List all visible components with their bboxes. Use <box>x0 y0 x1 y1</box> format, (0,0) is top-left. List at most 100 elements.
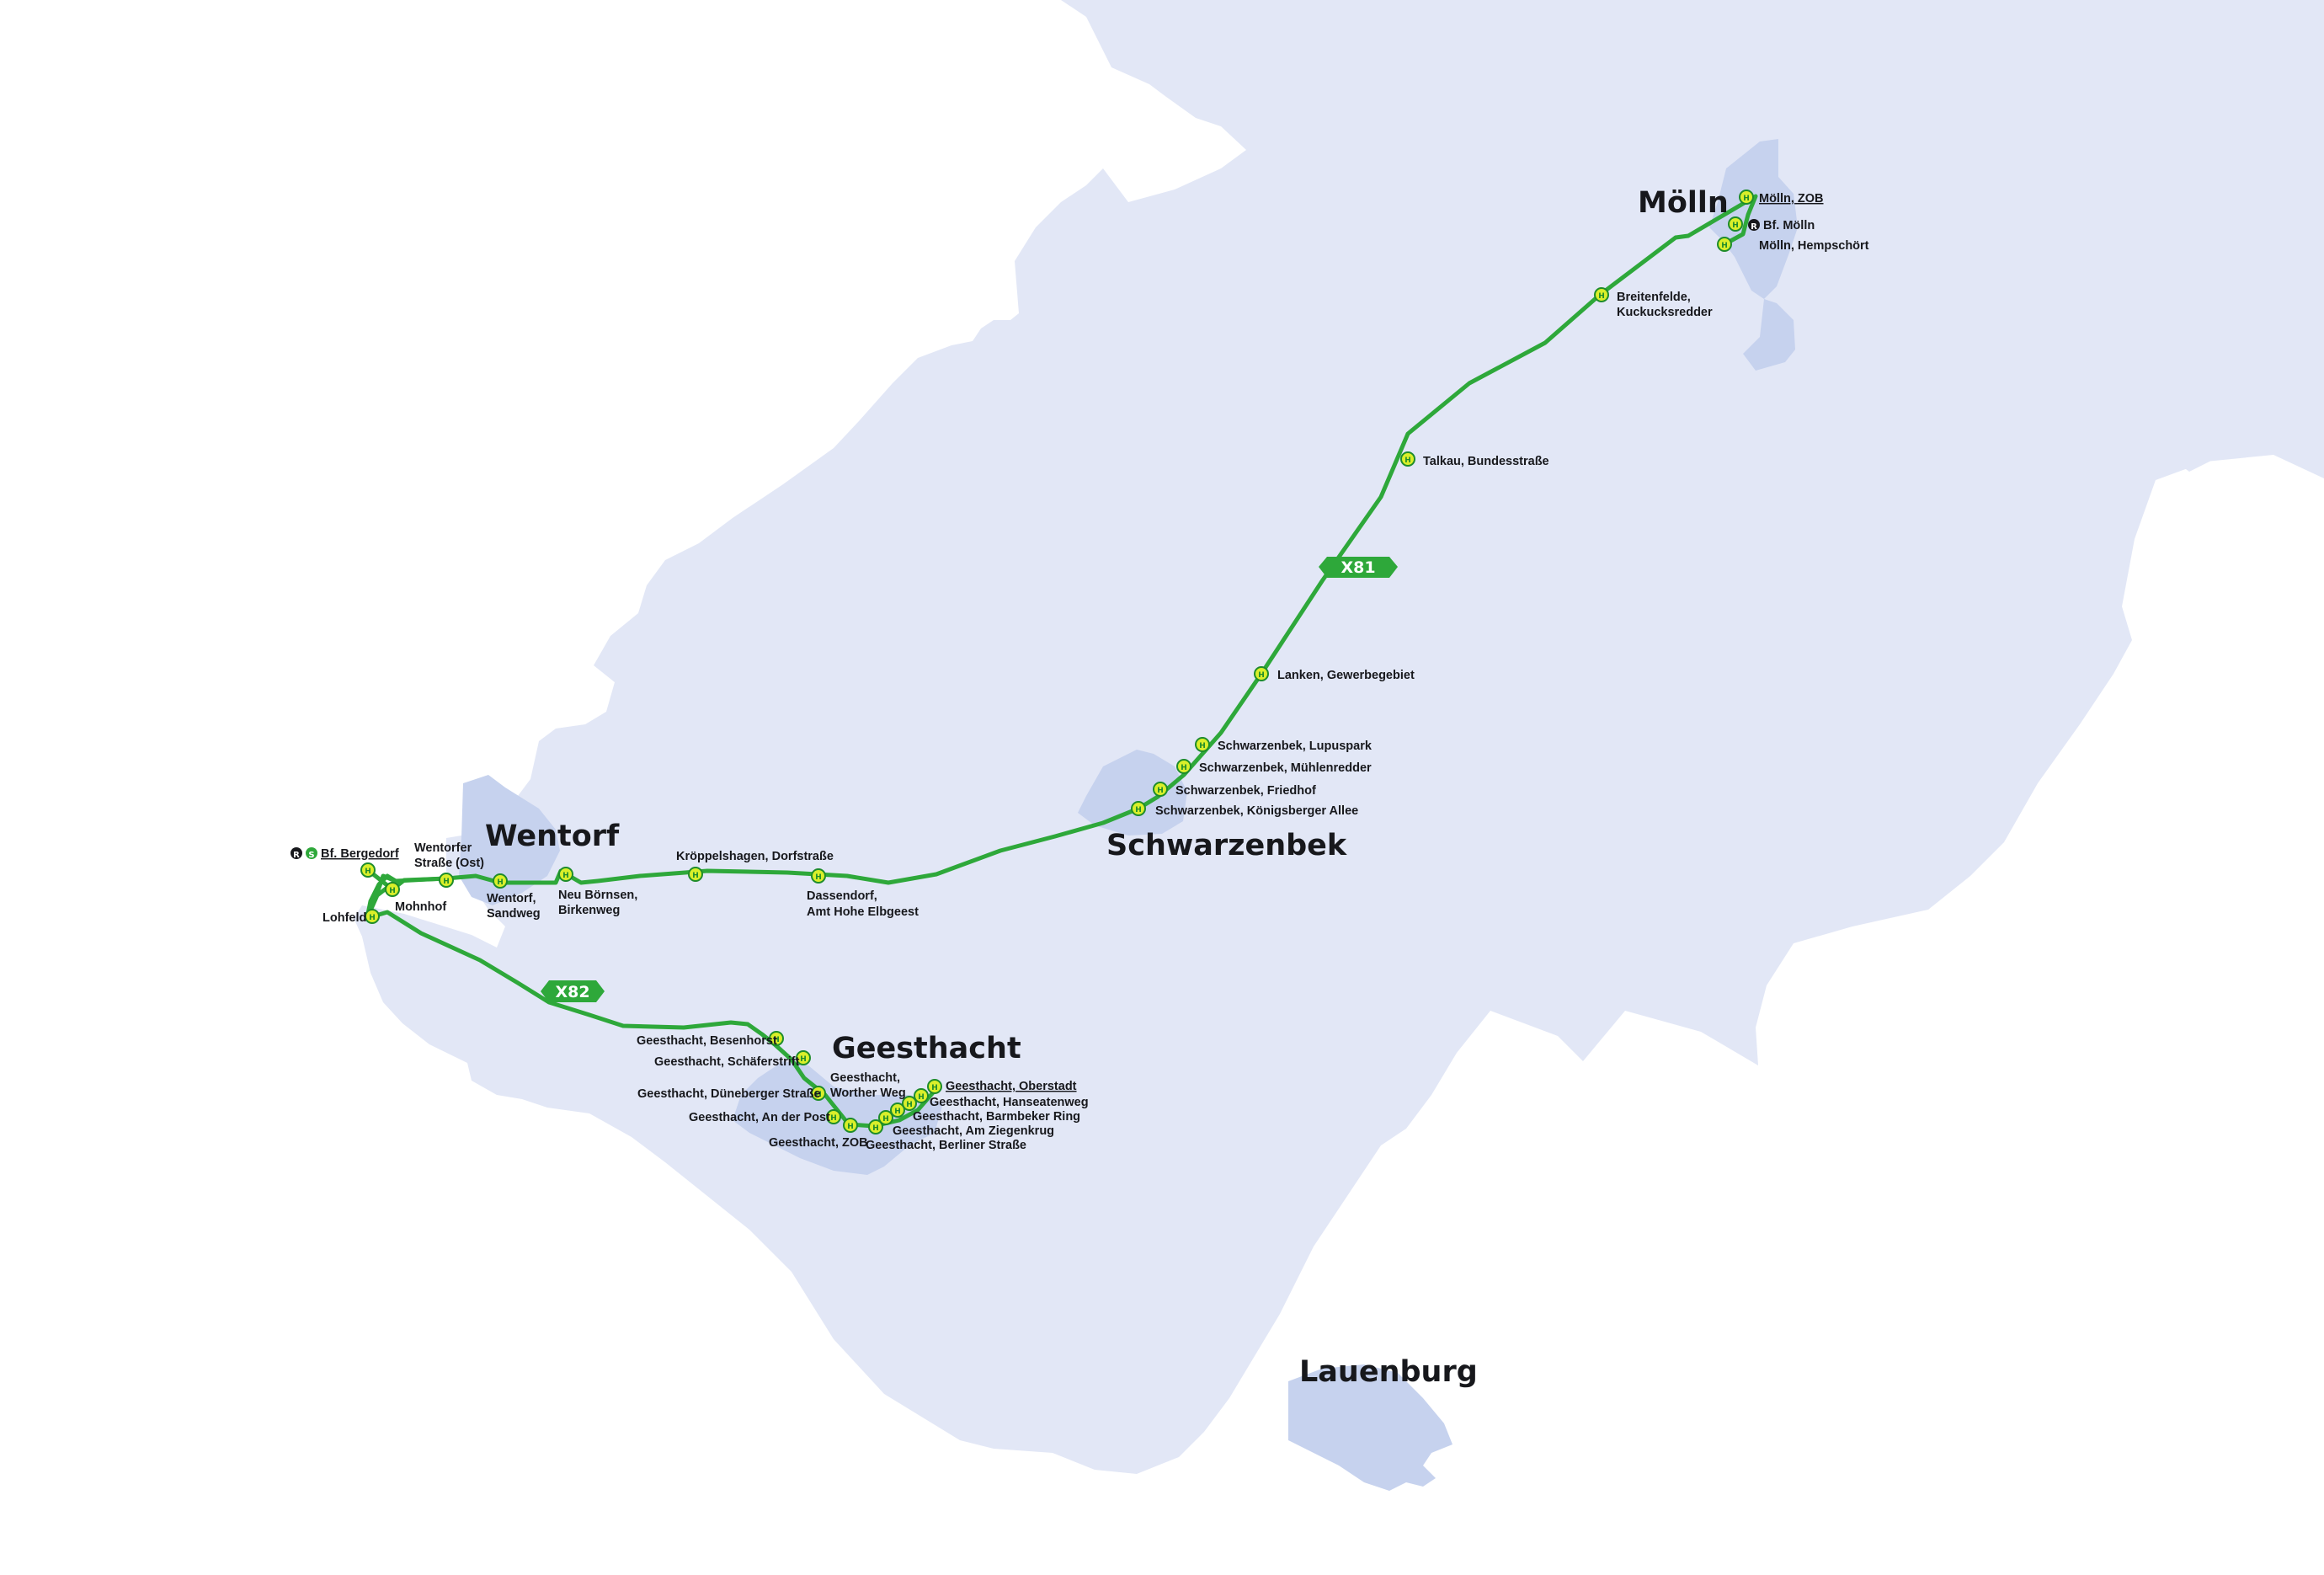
bus-stop-letter: H <box>800 1055 807 1064</box>
stop-label-breitenfelde-1: Breitenfelde, <box>1617 291 1691 304</box>
bus-stop-icon <box>558 867 573 882</box>
town-label-lauenburg: Lauenburg <box>1299 1355 1478 1389</box>
stop-marker-berliner-strasse[interactable]: H <box>868 1119 883 1135</box>
stop-label-lohfeld: Lohfeld <box>322 911 366 925</box>
bus-stop-icon <box>902 1096 917 1111</box>
stop-label-berliner-strasse: Geesthacht, Berliner Straße <box>866 1139 1026 1152</box>
stop-marker-schaeferstrift[interactable]: H <box>796 1050 811 1065</box>
stop-marker-moelln-hempschoert[interactable]: H <box>1717 237 1732 252</box>
bus-stop-letter: H <box>1721 242 1728 250</box>
stop-marker-neu-boernsen[interactable]: H <box>558 867 573 882</box>
bus-stop-icon <box>878 1110 893 1125</box>
route-badge-x81-shape <box>1319 557 1398 578</box>
bus-stop-letter: H <box>815 1091 822 1099</box>
bus-stop-icon <box>385 882 400 897</box>
stop-marker-zob[interactable]: H <box>843 1118 858 1133</box>
stop-label-kroeppelshagen: Kröppelshagen, Dorfstraße <box>676 850 834 863</box>
bus-stop-icon <box>439 873 454 888</box>
stop-label-besenhorst: Geesthacht, Besenhorst <box>637 1034 777 1048</box>
bus-stop-letter: H <box>1157 787 1164 795</box>
stop-label-barmbeker-ring: Geesthacht, Barmbeker Ring <box>913 1110 1080 1124</box>
stop-marker-moelln-zob[interactable]: H <box>1739 190 1754 205</box>
stop-label-schwarzenbek-muehlenredder: Schwarzenbek, Mühlenredder <box>1199 761 1372 775</box>
bus-stop-icon <box>811 868 826 884</box>
bus-stop-icon <box>826 1109 841 1124</box>
bus-stop-letter: H <box>872 1124 879 1133</box>
stop-label-schwarzenbek-koenigsberger: Schwarzenbek, Königsberger Allee <box>1155 804 1358 818</box>
stop-marker-besenhorst[interactable]: H <box>769 1031 784 1046</box>
bus-stop-icon <box>1594 287 1609 302</box>
route-badge-x82-label: X82 <box>555 983 589 1001</box>
stop-marker-an-der-post[interactable]: H <box>826 1109 841 1124</box>
stop-marker-lohfeld[interactable]: H <box>365 909 380 924</box>
bus-stop-letter: H <box>894 1108 901 1116</box>
bus-stop-letter: H <box>847 1123 854 1131</box>
stop-marker-bf-bergedorf[interactable]: H <box>360 862 376 878</box>
regional-train-badge-letter: R <box>293 851 300 860</box>
bus-stop-letter: H <box>931 1084 938 1092</box>
stop-marker-dueneberger[interactable]: H <box>811 1086 826 1101</box>
stop-label-neu-boernsen-2: Birkenweg <box>558 904 620 917</box>
bus-stop-letter: H <box>562 872 569 880</box>
urban-schwarzenbek <box>1078 750 1187 836</box>
bus-stop-icon <box>769 1031 784 1046</box>
stop-label-moelln-hempschoert: Mölln, Hempschört <box>1759 239 1869 253</box>
stop-marker-talkau[interactable]: H <box>1400 451 1415 467</box>
stop-label-zob: Geesthacht, ZOB <box>769 1136 868 1150</box>
stop-marker-schwarzenbek-muehlenredder[interactable]: H <box>1176 759 1191 774</box>
stop-label-am-ziegenkrug: Geesthacht, Am Ziegenkrug <box>893 1124 1054 1138</box>
stop-marker-hanseatenweg[interactable]: H <box>902 1096 917 1111</box>
bus-stop-icon <box>914 1088 929 1103</box>
route-badge-x81: X81 <box>1319 557 1398 578</box>
stop-marker-lanken[interactable]: H <box>1254 666 1269 681</box>
bus-stop-letter: H <box>692 872 699 880</box>
stop-marker-breitenfelde[interactable]: H <box>1594 287 1609 302</box>
town-label-geesthacht: Geesthacht <box>832 1032 1021 1065</box>
stop-marker-dassendorf[interactable]: H <box>811 868 826 884</box>
stop-marker-schwarzenbek-lupuspark[interactable]: H <box>1195 737 1210 752</box>
bus-stop-letter: H <box>365 868 371 876</box>
stop-marker-wentorf-sandweg[interactable]: H <box>493 873 508 889</box>
stop-label-worther-weg-2: Worther Weg <box>830 1086 906 1100</box>
stop-marker-schwarzenbek-koenigsberger[interactable]: H <box>1131 801 1146 816</box>
bus-stop-icon <box>365 909 380 924</box>
district-area-east <box>2130 446 2324 476</box>
bus-stop-icon <box>1153 782 1168 797</box>
stop-label-wentorfer-strasse-2: Straße (Ost) <box>414 857 484 870</box>
stop-marker-am-ziegenkrug[interactable]: H <box>878 1110 893 1125</box>
stop-marker-oberstadt[interactable]: H <box>927 1079 942 1094</box>
stop-marker-mohnhof[interactable]: H <box>385 882 400 897</box>
bus-stop-icon <box>360 862 376 878</box>
stop-marker-barmbeker-ring[interactable]: H <box>890 1102 905 1118</box>
town-label-wentorf: Wentorf <box>485 820 620 853</box>
stop-marker-schwarzenbek-friedhof[interactable]: H <box>1153 782 1168 797</box>
district-area <box>354 0 2324 1474</box>
stop-marker-wentorfer-strasse[interactable]: H <box>439 873 454 888</box>
bus-stop-letter: H <box>1181 764 1187 772</box>
stop-label-bf-bergedorf: Bf. Bergedorf <box>321 847 399 861</box>
bus-stop-letter: H <box>443 878 450 886</box>
stop-label-schwarzenbek-friedhof: Schwarzenbek, Friedhof <box>1175 784 1316 798</box>
stop-marker-kroeppelshagen[interactable]: H <box>688 867 703 882</box>
bus-stop-icon <box>688 867 703 882</box>
bus-stop-letter: H <box>497 878 504 887</box>
route-badge-x82: X82 <box>541 980 605 1002</box>
stop-marker-bf-moelln[interactable]: H <box>1728 216 1743 232</box>
bus-stop-letter: H <box>1199 742 1206 750</box>
bus-stop-icon <box>1195 737 1210 752</box>
stop-label-neu-boernsen-1: Neu Börnsen, <box>558 889 637 902</box>
stop-label-lanken: Lanken, Gewerbegebiet <box>1277 669 1415 682</box>
bergedorf-transfer-badges: R S <box>290 847 317 860</box>
stop-label-schwarzenbek-lupuspark: Schwarzenbek, Lupuspark <box>1218 739 1373 753</box>
bus-stop-letter: H <box>369 914 376 922</box>
stop-label-wentorfer-strasse-1: Wentorfer <box>414 841 472 855</box>
stop-label-worther-weg-1: Geesthacht, <box>830 1071 900 1085</box>
bus-stop-icon <box>1176 759 1191 774</box>
bus-stop-letter: H <box>773 1036 780 1044</box>
stop-marker-worther-weg[interactable]: H <box>914 1088 929 1103</box>
bus-stop-letter: H <box>1405 456 1411 465</box>
route-lohfeld-branch <box>365 873 398 921</box>
urban-moelln <box>1709 139 1798 371</box>
